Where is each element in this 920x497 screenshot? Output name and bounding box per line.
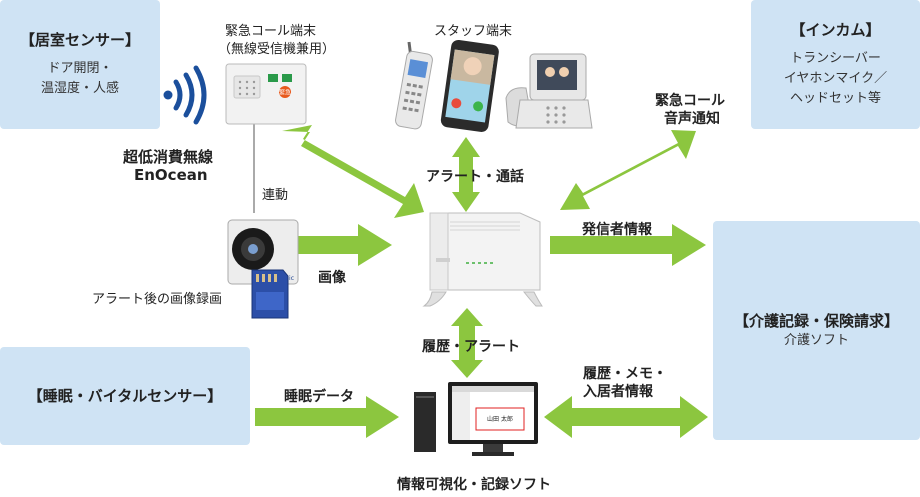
arrow-software-care — [544, 396, 708, 438]
sd-card-icon — [251, 269, 289, 319]
history-memo-label-2: 入居者情報 — [583, 384, 653, 400]
arrow-sleep-to-software — [255, 396, 399, 438]
arrow-camera-to-hub — [290, 224, 392, 266]
link-label: 連動 — [262, 188, 289, 203]
handset-icon — [395, 41, 433, 130]
emergency-terminal-label-1: 緊急コール端末 — [225, 24, 317, 39]
arrow-intercom-hub — [560, 130, 696, 210]
emergency-terminal-label-2: （無線受信機兼用） — [218, 42, 336, 57]
room-sensor-box: 【居室センサー】 ドア開閉・ 温湿度・人感 — [0, 0, 160, 129]
staff-terminal-label: スタッフ端末 — [434, 24, 513, 39]
screen-name: 山田 太郎 — [487, 415, 513, 423]
enocean-label-1: 超低消費無線 — [123, 148, 214, 166]
smartphone-icon — [440, 39, 499, 132]
arrow-staff-hub — [452, 137, 480, 212]
intercom-desc-2: イヤホンマイク／ — [783, 71, 888, 86]
history-memo-label-1: 履歴・メモ・ — [583, 366, 667, 382]
intercom-title: 【インカム】 — [790, 21, 881, 39]
central-hub-icon — [422, 212, 543, 307]
intercom-box: 【インカム】 トランシーバー イヤホンマイク／ ヘッドセット等 — [751, 0, 920, 129]
care-record-box: 【介護記録・保険請求】 介護ソフト — [713, 221, 920, 440]
emergency-button-text: 緊急 — [279, 89, 291, 97]
emergency-terminal-icon: 緊急 — [225, 63, 307, 125]
software-label: 情報可視化・記録ソフト — [397, 477, 551, 493]
camera-caption: アラート後の画像録画 — [92, 292, 223, 307]
room-sensor-desc-2: 温湿度・人感 — [40, 81, 119, 96]
pc-icon: 山田 太郎 — [414, 382, 538, 456]
room-sensor-title: 【居室センサー】 — [19, 31, 140, 49]
sleep-sensor-title: 【睡眠・バイタルセンサー】 — [27, 387, 223, 405]
history-alert-label: 履歴・アラート — [422, 339, 520, 355]
alert-call-label: アラート・通話 — [426, 169, 524, 185]
care-record-title: 【介護記録・保険請求】 — [733, 312, 899, 330]
caller-info-label: 発信者情報 — [582, 222, 652, 238]
sleep-data-label: 睡眠データ — [284, 389, 354, 405]
care-record-desc: 介護ソフト — [783, 333, 849, 348]
arrow-emergency-to-hub — [282, 125, 424, 218]
intercom-desc-3: ヘッドセット等 — [789, 91, 881, 106]
image-label: 画像 — [318, 270, 346, 286]
emergency-voice-label-2: 音声通知 — [664, 111, 720, 127]
arrow-hub-to-care — [550, 224, 706, 266]
sleep-sensor-box: 【睡眠・バイタルセンサー】 — [0, 347, 250, 445]
arrow-hub-software — [451, 308, 483, 378]
desk-phone-icon — [505, 53, 593, 129]
wireless-signal-icon — [163, 65, 207, 125]
emergency-voice-label-1: 緊急コール — [655, 93, 725, 109]
enocean-label-2: EnOcean — [134, 166, 208, 184]
room-sensor-desc-1: ドア開閉・ — [47, 61, 113, 76]
intercom-desc-1: トランシーバー — [790, 51, 881, 66]
